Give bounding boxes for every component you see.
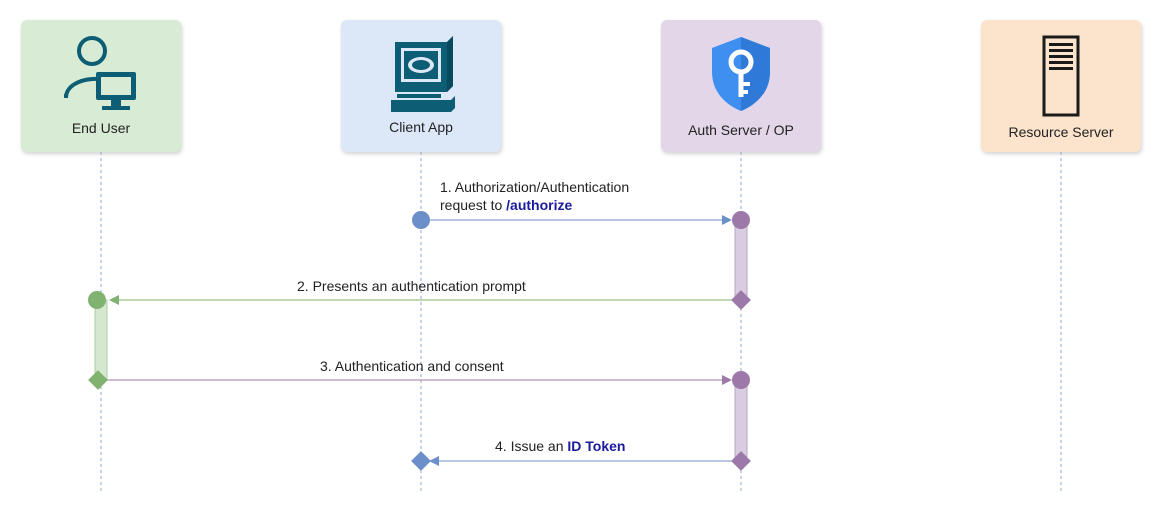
message-label-4: 4. Issue an ID Token	[495, 437, 625, 455]
activation-bar-auth-1	[734, 219, 748, 301]
actor-resource-server: Resource Server	[981, 20, 1141, 152]
actor-end-user: End User	[21, 20, 181, 152]
actor-label: End User	[71, 120, 131, 136]
user-computer-icon	[64, 36, 136, 110]
id-token-label: ID Token	[567, 438, 626, 454]
message-start-diamond-4	[731, 451, 751, 471]
message-label-4-prefix: 4. Issue an	[495, 438, 568, 454]
authorize-endpoint: /authorize	[506, 197, 573, 213]
message-label-1-line1: 1. Authorization/Authentication	[440, 179, 630, 195]
message-label-3: 3. Authentication and consent	[320, 358, 504, 374]
actor-auth-server: Auth Server / OP	[661, 20, 821, 152]
shield-key-icon	[712, 37, 770, 111]
message-label-1-prefix: request to	[440, 197, 507, 213]
actor-label: Auth Server / OP	[688, 122, 794, 138]
message-start-dot-1	[412, 211, 430, 229]
message-start-diamond-2	[731, 290, 751, 310]
message-start-diamond-3	[88, 370, 108, 390]
computer-terminal-icon	[391, 36, 455, 112]
server-icon	[1042, 35, 1080, 117]
actor-label: Resource Server	[1008, 124, 1114, 140]
message-label-1: 1. Authorization/Authentication request …	[440, 178, 629, 214]
message-end-dot-2	[88, 291, 106, 309]
actor-client-app: Client App	[341, 20, 501, 152]
message-label-2: 2. Presents an authentication prompt	[297, 278, 526, 294]
actor-label: Client App	[389, 119, 453, 135]
message-end-dot-3	[732, 371, 750, 389]
activation-bar-user	[94, 299, 108, 381]
activation-bar-auth-2	[734, 379, 748, 462]
message-label-1-line2: request to /authorize	[440, 196, 629, 214]
message-end-dot-1	[732, 211, 750, 229]
message-end-diamond-4	[411, 451, 431, 471]
